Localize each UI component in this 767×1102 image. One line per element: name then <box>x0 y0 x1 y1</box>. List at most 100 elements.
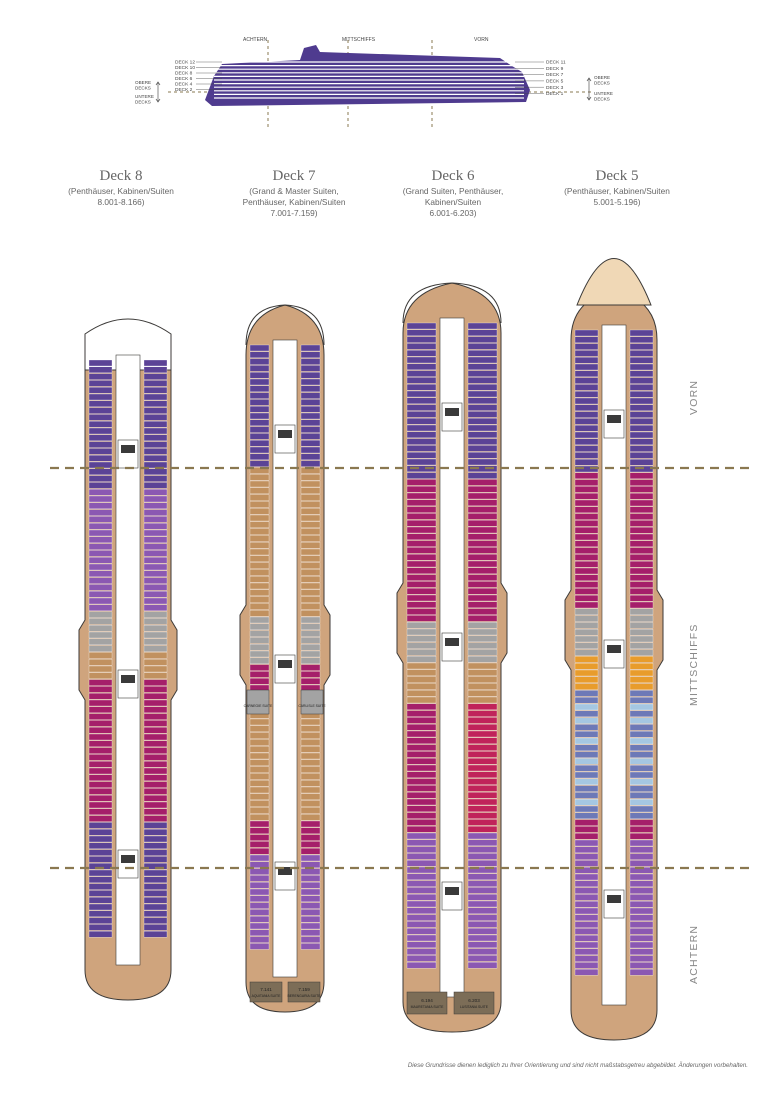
cabin <box>406 724 437 731</box>
cabin <box>88 359 113 367</box>
cabin <box>629 404 654 411</box>
cabin <box>574 921 599 928</box>
cabin <box>629 425 654 432</box>
cabin <box>300 854 321 862</box>
cabin <box>249 453 270 460</box>
cabin <box>88 910 113 917</box>
cabin <box>629 860 654 867</box>
cabin <box>629 703 654 711</box>
cabin <box>249 725 270 732</box>
cabin <box>467 880 498 887</box>
cabin <box>406 560 437 568</box>
cabin <box>300 433 321 440</box>
cabin <box>406 397 437 404</box>
cabin <box>406 880 437 887</box>
cabin <box>574 826 599 833</box>
cabin <box>629 744 654 751</box>
cabin <box>467 914 498 921</box>
cabin <box>467 329 498 336</box>
profile-label-aft: ACHTERN <box>243 37 268 43</box>
cabin <box>143 434 168 441</box>
cabin <box>300 895 321 902</box>
cabin <box>406 928 437 935</box>
cabin <box>88 849 113 856</box>
cabin <box>406 717 437 724</box>
cabin <box>143 924 168 931</box>
cabin <box>249 650 270 658</box>
suite-mauretania-box <box>406 991 448 1015</box>
cabin <box>143 863 168 870</box>
cabin <box>300 358 321 365</box>
cabin <box>629 336 654 343</box>
profile-label-fore: VORN <box>474 37 489 43</box>
cabin <box>467 792 498 799</box>
cabin <box>143 665 168 673</box>
cabin <box>249 895 270 902</box>
cabin <box>467 526 498 534</box>
cabin <box>143 591 168 598</box>
cabin <box>88 720 113 727</box>
cabin <box>249 841 270 848</box>
cabin <box>249 732 270 739</box>
cabin <box>249 766 270 773</box>
deck-6-cabins <box>406 322 498 969</box>
cabin <box>629 363 654 371</box>
deck-8-lift-icon <box>121 855 135 863</box>
cabin <box>406 526 437 534</box>
cabin <box>574 438 599 445</box>
cabin <box>629 969 654 976</box>
cabin <box>467 948 498 955</box>
cabin <box>467 492 498 500</box>
cabin <box>406 921 437 928</box>
deck-6-stair-core <box>441 402 463 432</box>
cabin <box>143 557 168 564</box>
cabin <box>467 941 498 948</box>
cabin <box>574 914 599 921</box>
cabin <box>88 890 113 897</box>
deck-7-stair-core <box>274 861 296 891</box>
cabin <box>406 404 437 411</box>
cabin <box>300 378 321 386</box>
cabin <box>574 574 599 581</box>
cabin <box>143 489 168 496</box>
cabin <box>143 788 168 795</box>
cabin <box>467 710 498 717</box>
cabin <box>406 948 437 955</box>
cabin <box>574 629 599 636</box>
cabin <box>574 697 599 704</box>
cabin <box>88 536 113 543</box>
cabin <box>629 656 654 663</box>
cabin <box>629 459 654 466</box>
cabin <box>88 529 113 537</box>
cabin <box>143 421 168 428</box>
deck-6-lift-icon <box>445 638 459 646</box>
cabin <box>88 516 113 523</box>
cabin <box>88 652 113 659</box>
cabin <box>629 506 654 513</box>
cabin <box>629 472 654 479</box>
deck-5-plan <box>564 258 664 1041</box>
cabin <box>88 366 113 373</box>
cabin <box>143 468 168 475</box>
cabin <box>300 569 321 576</box>
cabin <box>300 582 321 590</box>
cabin <box>300 494 321 501</box>
cabin <box>300 848 321 855</box>
deck-6-stair-core <box>441 632 463 662</box>
cabin <box>300 392 321 399</box>
cabin <box>300 820 321 828</box>
cabin <box>467 567 498 574</box>
cabin <box>143 373 168 380</box>
cabin <box>249 916 270 923</box>
cabin <box>143 917 168 924</box>
cabin <box>143 414 168 421</box>
cabin <box>574 941 599 949</box>
cabin <box>629 581 654 588</box>
cabin <box>406 853 437 860</box>
cabin <box>249 576 270 583</box>
cabin <box>249 746 270 753</box>
profile-deck-label-left: DECK 6 <box>175 76 193 82</box>
cabin <box>574 547 599 554</box>
cabin <box>629 907 654 915</box>
